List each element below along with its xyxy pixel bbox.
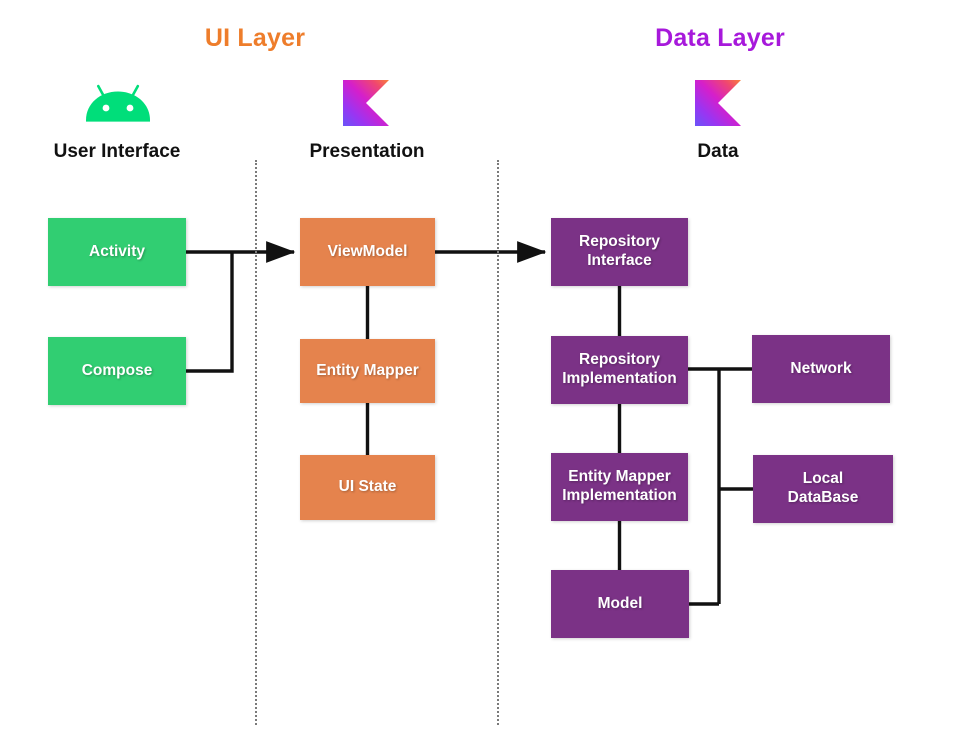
node-repository-interface-line1: Repository	[579, 233, 660, 251]
node-repository-interface-line2: Interface	[587, 252, 652, 269]
node-repository-implementation-line2: Implementation	[562, 370, 677, 387]
node-model[interactable]: Model	[551, 570, 689, 638]
node-viewmodel-label: ViewModel	[327, 242, 408, 260]
node-local-database-label: Local DataBase	[788, 470, 859, 508]
node-repository-interface[interactable]: Repository Interface	[551, 218, 688, 286]
node-entity-mapper-implementation-line2: Implementation	[562, 487, 677, 504]
node-local-database[interactable]: Local DataBase	[753, 455, 893, 523]
node-compose[interactable]: Compose	[48, 337, 186, 405]
node-compose-label: Compose	[81, 361, 153, 379]
column-divider-presentation-data	[497, 160, 499, 725]
android-robot-icon	[86, 84, 150, 122]
column-divider-ui-presentation	[255, 160, 257, 725]
node-entity-mapper-implementation-label: Entity Mapper Implementation	[562, 468, 677, 506]
node-viewmodel[interactable]: ViewModel	[300, 218, 435, 286]
node-repository-implementation-line1: Repository	[579, 351, 660, 369]
node-network-label: Network	[790, 359, 852, 377]
node-activity[interactable]: Activity	[48, 218, 186, 286]
column-heading-user-interface: User Interface	[53, 141, 181, 162]
node-repository-interface-label: Repository Interface	[579, 233, 660, 271]
node-local-database-line1: Local	[802, 470, 844, 488]
node-repository-implementation[interactable]: Repository Implementation	[551, 336, 688, 404]
kotlin-logo-icon	[695, 80, 741, 126]
node-entity-mapper-implementation[interactable]: Entity Mapper Implementation	[551, 453, 688, 521]
column-heading-presentation: Presentation	[309, 141, 425, 162]
node-local-database-line2: DataBase	[787, 489, 859, 506]
node-ui-state[interactable]: UI State	[300, 455, 435, 520]
node-ui-state-label: UI State	[338, 478, 397, 496]
connector-compose-to-viewmodel	[186, 252, 234, 373]
node-network[interactable]: Network	[752, 335, 890, 403]
node-activity-label: Activity	[89, 242, 145, 260]
column-heading-data: Data	[697, 141, 739, 162]
ui-layer-title: UI Layer	[204, 24, 306, 52]
node-repository-implementation-label: Repository Implementation	[562, 351, 677, 389]
data-layer-title: Data Layer	[655, 24, 785, 52]
node-entity-mapper[interactable]: Entity Mapper	[300, 339, 435, 403]
node-entity-mapper-label: Entity Mapper	[316, 361, 419, 379]
kotlin-logo-icon	[343, 80, 389, 126]
node-model-label: Model	[597, 594, 643, 612]
node-entity-mapper-implementation-line1: Entity Mapper	[568, 468, 671, 486]
